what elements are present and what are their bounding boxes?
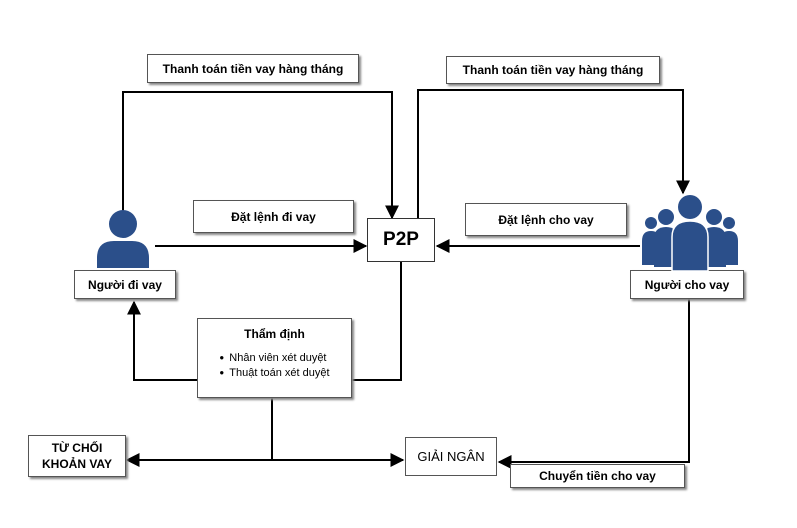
lender-label: Người cho vay bbox=[630, 270, 744, 299]
person-icon bbox=[97, 210, 149, 268]
edge-p2p-to-appraisal bbox=[352, 262, 402, 381]
disburse-box: GIẢI NGÂN bbox=[405, 437, 497, 476]
edge-lender-transfer bbox=[497, 297, 690, 469]
label-monthly-payment-right: Thanh toán tiền vay hàng tháng bbox=[446, 56, 660, 84]
reject-box: TỪ CHỐI KHOẢN VAY bbox=[28, 435, 126, 477]
label-lend-order: Đặt lệnh cho vay bbox=[465, 203, 627, 236]
label-borrow-order: Đặt lệnh đi vay bbox=[193, 200, 354, 233]
borrower-label: Người đi vay bbox=[74, 270, 176, 299]
group-icon bbox=[642, 195, 738, 271]
reject-line-1: TỪ CHỐI bbox=[51, 441, 103, 455]
appraisal-item-staff: Nhân viên xét duyệt bbox=[219, 351, 329, 366]
appraisal-item-algorithm: Thuật toán xét duyệt bbox=[219, 366, 329, 381]
label-monthly-payment-left: Thanh toán tiền vay hàng tháng bbox=[147, 54, 359, 83]
appraisal-list: Nhân viên xét duyệt Thuật toán xét duyệt bbox=[219, 351, 329, 381]
appraisal-box: Thẩm định Nhân viên xét duyệt Thuật toán… bbox=[197, 318, 352, 398]
edge-p2p-to-lender bbox=[417, 89, 690, 218]
edge-appraisal-to-borrower bbox=[127, 300, 197, 381]
label-transfer: Chuyển tiền cho vay bbox=[510, 464, 685, 488]
appraisal-title: Thẩm định bbox=[244, 327, 305, 341]
p2p-node: P2P bbox=[367, 218, 435, 262]
reject-line-2: KHOẢN VAY bbox=[41, 457, 112, 471]
edge-borrower-payment bbox=[122, 91, 399, 220]
